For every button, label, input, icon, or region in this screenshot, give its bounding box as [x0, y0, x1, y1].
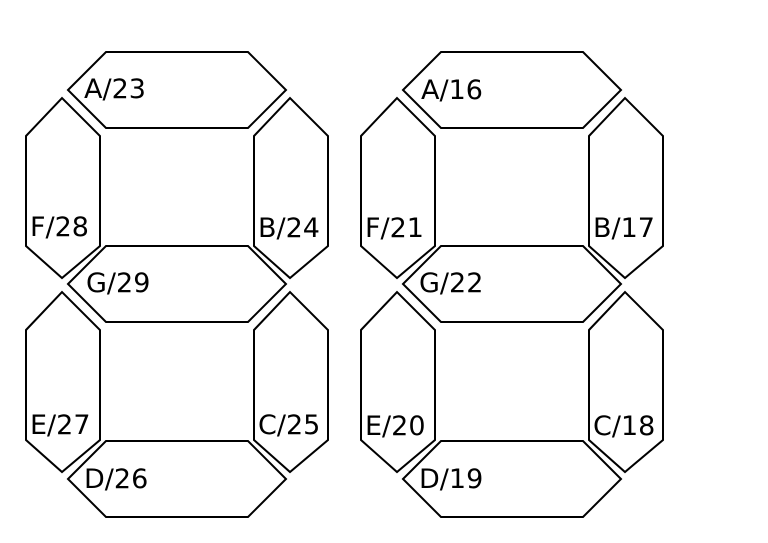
segment-g-label: G/29 [86, 268, 150, 299]
segment-a-label: A/16 [421, 75, 483, 106]
segment-c-label: C/18 [593, 411, 655, 442]
segment-c: C/18 [588, 290, 664, 474]
segment-g: G/29 [66, 245, 288, 323]
segment-a: A/23 [66, 51, 288, 129]
digit-right: A/16 F/21 B/17 G/22 E/20 C/18 D/19 [360, 51, 664, 518]
digit-left: A/23 F/28 B/24 G/29 E/27 C/25 D/26 [25, 51, 329, 518]
segment-c: C/25 [253, 290, 329, 474]
segment-d: D/19 [401, 440, 623, 518]
segment-d-label: D/26 [84, 464, 148, 495]
segment-a-label: A/23 [84, 74, 146, 105]
segment-e: E/27 [25, 290, 101, 474]
segment-e-label: E/27 [30, 410, 91, 441]
segment-f: F/21 [360, 96, 436, 280]
segment-f-label: F/21 [365, 213, 424, 244]
segment-c-label: C/25 [258, 410, 320, 441]
segment-d: D/26 [66, 440, 288, 518]
segment-b-label: B/24 [258, 213, 320, 244]
segment-b-label: B/17 [593, 213, 655, 244]
segment-e-label: E/20 [365, 411, 426, 442]
segment-b: B/17 [588, 96, 664, 280]
segment-g-label: G/22 [419, 268, 483, 299]
segment-d-label: D/19 [419, 464, 483, 495]
segment-f: F/28 [25, 96, 101, 280]
segment-g: G/22 [401, 245, 623, 323]
segment-b: B/24 [253, 96, 329, 280]
segment-f-label: F/28 [30, 212, 89, 243]
segment-a: A/16 [401, 51, 623, 129]
segment-e: E/20 [360, 290, 436, 474]
